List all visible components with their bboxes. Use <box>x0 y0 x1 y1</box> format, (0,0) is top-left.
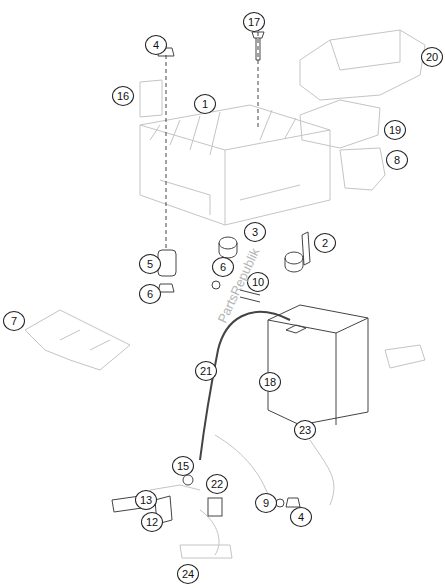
callout-number: 3 <box>244 222 266 242</box>
callout-number: 12 <box>141 512 163 532</box>
callout-number: 2 <box>314 233 336 253</box>
callout-number: 23 <box>294 420 316 440</box>
callout-number: 21 <box>195 361 217 381</box>
callout-number: 7 <box>3 311 25 331</box>
callout-number: 24 <box>177 564 199 584</box>
callout-number: 16 <box>112 86 134 106</box>
callout-number: 6 <box>139 284 161 304</box>
callout-number: 15 <box>172 456 194 476</box>
callout-number: 8 <box>386 150 408 170</box>
callout-number: 22 <box>206 474 228 494</box>
callout-number: 1 <box>194 94 216 114</box>
callout-number: 19 <box>384 120 406 140</box>
callout-number: 18 <box>259 372 281 392</box>
callout-number: 13 <box>135 490 157 510</box>
callout-number: 5 <box>139 254 161 274</box>
callout-number: 20 <box>421 47 443 67</box>
callout-number: 17 <box>243 12 265 32</box>
callout-number: 6 <box>212 257 234 277</box>
callout-number: 4 <box>145 35 167 55</box>
callout-number: 4 <box>290 507 312 527</box>
callout-number: 9 <box>255 493 277 513</box>
